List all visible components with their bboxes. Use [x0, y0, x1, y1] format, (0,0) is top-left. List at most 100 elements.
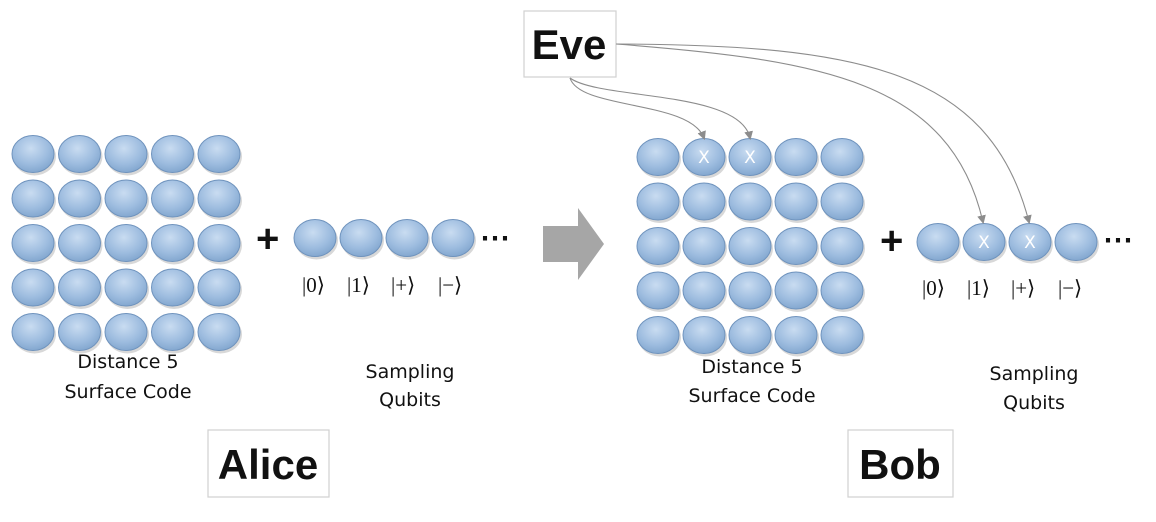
bob-sampling-qubit: X: [1008, 223, 1053, 264]
bob-surface-caption-line2: Surface Code: [688, 385, 815, 407]
bob-surface-qubit: [682, 182, 727, 223]
alice-surface-qubit: [58, 179, 103, 220]
alice-surface-qubit: [11, 313, 56, 354]
bob-surface-qubit: [774, 316, 819, 357]
bob-surface-qubit: [728, 271, 773, 312]
bob-sampling-qubit: [916, 223, 961, 264]
eve-attack-line-sampling-2: [615, 43, 1032, 225]
bob-state-labels: |0⟩ |1⟩ |+⟩ |−⟩: [922, 276, 1082, 300]
alice-surface-qubit: [11, 179, 56, 220]
bob-surface-qubit: [682, 271, 727, 312]
alice-sampling-caption-line1: Sampling: [366, 361, 455, 383]
alice-sampling-qubit: [293, 219, 338, 260]
alice-ellipsis: ⋯: [480, 222, 510, 255]
bob-ellipsis: ⋯: [1103, 224, 1133, 257]
bob-sampling-caption-line1: Sampling: [990, 363, 1079, 385]
alice-sampling-caption-line2: Qubits: [379, 389, 441, 411]
bob-surface-qubit: [682, 316, 727, 357]
bob-sampling-qubit-error-mark: X: [1024, 233, 1036, 253]
alice-state-label-1: |1⟩: [347, 273, 370, 297]
bob-surface-qubit: [820, 271, 865, 312]
eve-attack-line-sampling-1: [615, 43, 986, 225]
alice-surface-qubit: [11, 268, 56, 309]
bob-surface-qubit: [636, 182, 681, 223]
alice-name-box: [207, 429, 330, 498]
bob-name: Bob: [859, 441, 941, 488]
bob-surface-qubit: [636, 138, 681, 179]
alice-surface-qubit: [104, 313, 149, 354]
bob-state-label-minus: |−⟩: [1058, 276, 1082, 300]
eve-name-box: [523, 10, 617, 78]
bob-name-box: [847, 429, 954, 498]
alice-surface-qubit: [58, 224, 103, 265]
alice-surface-qubit: [197, 224, 242, 265]
eve-name: Eve: [532, 21, 607, 68]
alice-surface-qubit: [151, 268, 196, 309]
bob-plus-sign: +: [880, 219, 903, 263]
alice-surface-qubit: [58, 313, 103, 354]
bob-surface-qubit: [820, 182, 865, 223]
alice-surface-qubit: [104, 135, 149, 176]
alice-sampling-qubit: [385, 219, 430, 260]
alice-state-label-plus: |+⟩: [391, 273, 415, 297]
bob-surface-qubit: [728, 227, 773, 268]
eve-attack-line-surface-1: [569, 77, 706, 141]
eve-attack-line-surface-2: [569, 77, 753, 141]
alice-surface-qubit: [58, 268, 103, 309]
alice-surface-qubit: [104, 224, 149, 265]
bob-surface-qubit: [728, 182, 773, 223]
bob-sampling-qubit: X: [962, 223, 1007, 264]
bob-surface-qubit: [682, 227, 727, 268]
bob-sampling-qubit: [1054, 223, 1099, 264]
alice-surface-qubit: [197, 135, 242, 176]
bob-surface-caption-line1: Distance 5: [701, 356, 802, 378]
alice-surface-qubit: [151, 224, 196, 265]
alice-surface-qubit: [197, 268, 242, 309]
bob-surface-qubit: [636, 271, 681, 312]
bob-surface-qubit: X: [728, 138, 773, 179]
bob-state-label-1: |1⟩: [967, 276, 990, 300]
bob-surface-qubit: [728, 316, 773, 357]
alice-surface-qubit: [197, 179, 242, 220]
eve-attack-lines: [569, 43, 1032, 225]
alice-surface-caption-line2: Surface Code: [64, 381, 191, 403]
alice-surface-qubit: [104, 179, 149, 220]
bob-surface-qubit: X: [682, 138, 727, 179]
bob-surface-qubit-error-mark: X: [698, 148, 710, 168]
alice-surface-code-grid: [11, 135, 242, 354]
bob-surface-qubit: [636, 227, 681, 268]
alice-surface-qubit: [11, 224, 56, 265]
alice-surface-qubit: [151, 313, 196, 354]
alice-sampling-qubit: [431, 219, 476, 260]
bob-surface-qubit: [636, 316, 681, 357]
alice-surface-qubit: [11, 135, 56, 176]
alice-plus-sign: +: [256, 217, 279, 261]
bob-sampling-qubit-error-mark: X: [978, 233, 990, 253]
alice-surface-qubit: [58, 135, 103, 176]
bob-state-label-0: |0⟩: [922, 276, 945, 300]
alice-surface-caption-line1: Distance 5: [77, 351, 178, 373]
bob-surface-qubit-error-mark: X: [744, 148, 756, 168]
alice-state-label-0: |0⟩: [302, 273, 325, 297]
alice-sampling-qubits: [293, 219, 476, 260]
alice-name: Alice: [218, 441, 318, 488]
alice-surface-qubit: [104, 268, 149, 309]
transfer-arrow: [543, 208, 604, 280]
alice-surface-qubit: [151, 179, 196, 220]
bob-surface-qubit: [774, 138, 819, 179]
bob-surface-qubit: [774, 227, 819, 268]
alice-surface-qubit: [151, 135, 196, 176]
alice-state-labels: |0⟩ |1⟩ |+⟩ |−⟩: [302, 273, 462, 297]
bob-state-label-plus: |+⟩: [1011, 276, 1035, 300]
bob-surface-qubit: [820, 227, 865, 268]
bob-surface-qubit: [820, 316, 865, 357]
bob-surface-qubit: [820, 138, 865, 179]
alice-surface-qubit: [197, 313, 242, 354]
bob-surface-qubit: [774, 271, 819, 312]
bob-sampling-caption-line2: Qubits: [1003, 392, 1065, 414]
alice-state-label-minus: |−⟩: [438, 273, 462, 297]
alice-sampling-qubit: [339, 219, 384, 260]
